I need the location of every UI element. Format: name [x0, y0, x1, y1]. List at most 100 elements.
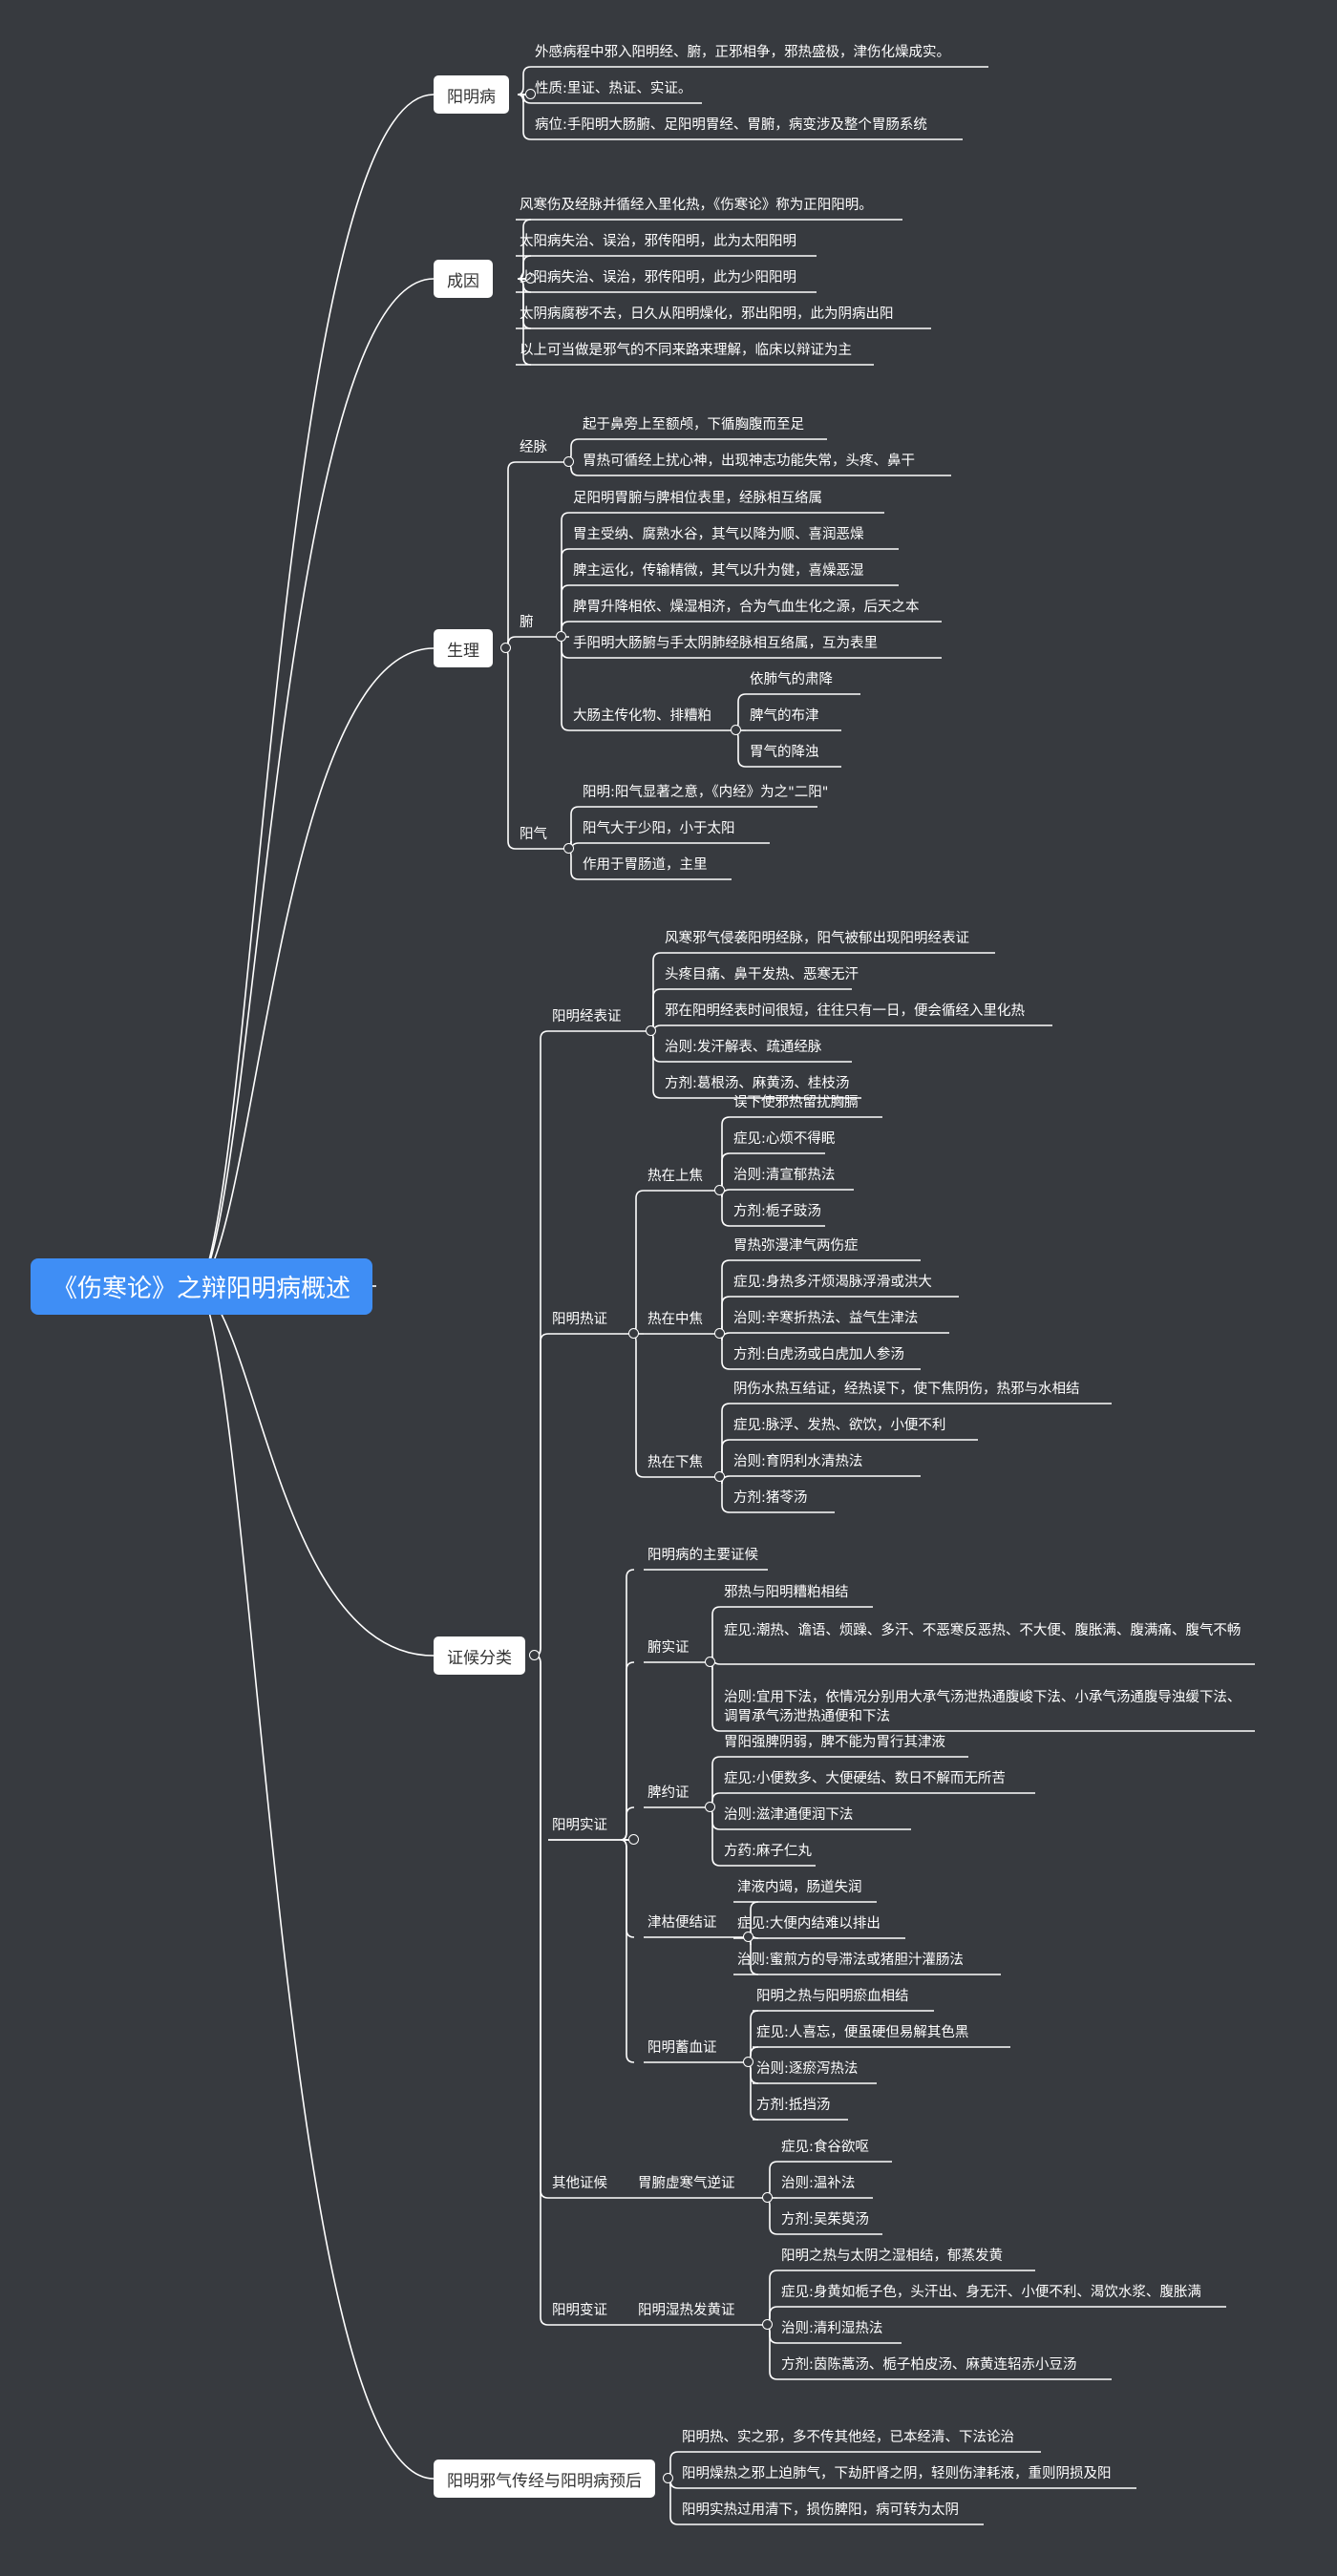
branch-heat-syndrome[interactable]: 阳明热证: [552, 1312, 607, 1327]
leaf-li-2[interactable]: 胃气的降浊: [750, 745, 819, 760]
leaf-xj-2[interactable]: 治则:育阴利水清热法: [733, 1454, 863, 1469]
branch-upper[interactable]: 热在上焦: [647, 1169, 703, 1184]
leaf-etiology-2[interactable]: 少阳病失治、误治，邪传阳明，此为少阳阳明: [520, 270, 796, 285]
collapse-toggle-icon[interactable]: [529, 1650, 540, 1660]
collapse-toggle-icon[interactable]: [628, 1328, 639, 1339]
collapse-toggle-icon[interactable]: [663, 2473, 673, 2483]
collapse-toggle-icon[interactable]: [556, 631, 566, 642]
leaf-prognosis-1[interactable]: 阳明燥热之邪上迫肺气，下劫肝肾之阴，轻则伤津耗液，重则阴损及阳: [682, 2466, 1112, 2481]
leaf-etiology-0[interactable]: 风寒伤及经脉并循经入里化热，《伤寒论》称为正阳阳明。: [520, 198, 873, 213]
topic-syndrome-classification[interactable]: 证候分类: [434, 1636, 525, 1675]
leaf-wf-0[interactable]: 症见:食谷欲呕: [781, 2140, 869, 2155]
leaf-li-1[interactable]: 脾气的布津: [750, 708, 819, 724]
leaf-sj-0[interactable]: 误下使邪热留扰胸膈: [733, 1095, 859, 1110]
topic-etiology[interactable]: 成因: [434, 260, 493, 298]
leaf-jb-0[interactable]: 风寒邪气侵袭阳明经脉，阳气被郁出现阳明经表证: [665, 931, 969, 946]
leaf-fs-0[interactable]: 邪热与阳明糟粕相结: [724, 1585, 849, 1600]
leaf-yangqi-0[interactable]: 阳明:阳气显著之意，《内经》为之"二阳": [583, 785, 829, 800]
leaf-yangqi-2[interactable]: 作用于胃肠道，主里: [583, 857, 708, 873]
leaf-jb-1[interactable]: 头疼目痛、鼻干发热、恶寒无汗: [665, 967, 859, 982]
leaf-jb-4[interactable]: 方剂:葛根汤、麻黄汤、桂枝汤: [665, 1076, 850, 1091]
leaf-fs-2[interactable]: 治则:宜用下法，依情况分别用大承气汤泄热通腹峻下法、小承气汤通腹导浊缓下法、调胃…: [724, 1690, 1242, 1724]
leaf-main-syndrome[interactable]: 阳明病的主要证候: [647, 1548, 758, 1563]
collapse-toggle-icon[interactable]: [646, 1025, 656, 1036]
branch-stomach-cold[interactable]: 胃腑虚寒气逆证: [638, 2176, 735, 2191]
branch-fluid[interactable]: 津枯便结证: [647, 1915, 717, 1931]
leaf-etiology-3[interactable]: 太阴病腐秽不去，日久从阳明燥化，邪出阳明，此为阴病出阳: [520, 306, 894, 322]
leaf-py-2[interactable]: 治则:滋津通便润下法: [724, 1807, 854, 1823]
topic-physiology[interactable]: 生理: [434, 629, 493, 667]
leaf-sj-2[interactable]: 治则:清宣郁热法: [733, 1168, 836, 1183]
leaf-fu-2[interactable]: 脾主运化，传输精微，其气以升为健，喜燥恶湿: [573, 563, 864, 579]
collapse-toggle-icon[interactable]: [714, 1328, 725, 1339]
collapse-toggle-icon[interactable]: [714, 1471, 725, 1482]
leaf-fs-1[interactable]: 症见:潮热、谵语、烦躁、多汗、不恶寒反恶热、不大便、腹胀满、腹满痛、腹气不畅: [724, 1623, 1242, 1638]
leaf-yangming-2[interactable]: 病位:手阳明大肠腑、足阳明胃经、胃腑，病变涉及整个胃肠系统: [535, 117, 927, 133]
topic-yangming-disease[interactable]: 阳明病: [434, 75, 509, 114]
leaf-meridian-0[interactable]: 起于鼻旁上至额颅，下循胸腹而至足: [583, 417, 804, 433]
leaf-fu-0[interactable]: 足阳明胃腑与脾相位表里，经脉相互络属: [573, 491, 822, 506]
branch-blood[interactable]: 阳明蓄血证: [647, 2040, 717, 2056]
leaf-zj-2[interactable]: 治则:辛寒折热法、益气生津法: [733, 1311, 919, 1326]
leaf-prognosis-2[interactable]: 阳明实热过用清下，损伤脾阳，病可转为太阴: [682, 2502, 959, 2518]
leaf-sr-3[interactable]: 方剂:茵陈蒿汤、栀子柏皮汤、麻黄连轺赤小豆汤: [781, 2357, 1077, 2373]
leaf-fu-1[interactable]: 胃主受纳、腐熟水谷，其气以降为顺、喜润恶燥: [573, 527, 864, 542]
root-topic[interactable]: 《伤寒论》之辩阳明病概述: [31, 1258, 372, 1315]
leaf-zj-3[interactable]: 方剂:白虎汤或白虎加人参汤: [733, 1347, 904, 1362]
collapse-toggle-icon[interactable]: [762, 2319, 773, 2330]
branch-spleen[interactable]: 脾约证: [647, 1785, 690, 1801]
leaf-sr-1[interactable]: 症见:身黄如栀子色，头汗出、身无汗、小便不利、渴饮水浆、腹胀满: [781, 2285, 1201, 2300]
collapse-toggle-icon[interactable]: [563, 843, 574, 854]
leaf-etiology-4[interactable]: 以上可当做是邪气的不同来路来理解，临床以辩证为主: [520, 343, 852, 358]
leaf-sj-3[interactable]: 方剂:栀子豉汤: [733, 1204, 821, 1219]
collapse-toggle-icon[interactable]: [714, 1185, 725, 1195]
leaf-fu-4[interactable]: 手阳明大肠腑与手太阴肺经脉相互络属，互为表里: [573, 636, 878, 651]
leaf-xy-3[interactable]: 方剂:抵挡汤: [756, 2098, 831, 2113]
leaf-yangming-1[interactable]: 性质:里证、热证、实证。: [535, 81, 692, 96]
leaf-fu-3[interactable]: 脾胃升降相依、燥湿相济，合为气血生化之源，后天之本: [573, 600, 920, 615]
leaf-xy-2[interactable]: 治则:逐瘀泻热法: [756, 2061, 859, 2077]
leaf-xj-1[interactable]: 症见:脉浮、发热、欲饮，小便不利: [733, 1418, 946, 1433]
leaf-etiology-1[interactable]: 太阳病失治、误治，邪传阳明，此为太阳阳明: [520, 234, 796, 249]
branch-excess[interactable]: 阳明实证: [552, 1818, 607, 1833]
leaf-jk-1[interactable]: 症见:大便内结难以排出: [737, 1916, 881, 1932]
leaf-sr-2[interactable]: 治则:清利湿热法: [781, 2321, 883, 2336]
collapse-toggle-icon[interactable]: [525, 89, 536, 99]
branch-variant[interactable]: 阳明变证: [552, 2303, 607, 2318]
collapse-toggle-icon[interactable]: [705, 1657, 715, 1667]
leaf-py-3[interactable]: 方药:麻子仁丸: [724, 1844, 812, 1859]
leaf-xy-1[interactable]: 症见:人喜忘，便虽硬但易解其色黑: [756, 2025, 969, 2040]
leaf-py-0[interactable]: 胃阳强脾阴弱，脾不能为胃行其津液: [724, 1735, 945, 1750]
leaf-meridian-1[interactable]: 胃热可循经上扰心神，出现神志功能失常，头疼、鼻干: [583, 454, 915, 469]
branch-meridian[interactable]: 经脉: [520, 440, 547, 455]
leaf-jk-2[interactable]: 治则:蜜煎方的导滞法或猪胆汁灌肠法: [737, 1953, 964, 1968]
leaf-li-0[interactable]: 依肺气的肃降: [750, 672, 833, 687]
collapse-toggle-icon[interactable]: [628, 1834, 639, 1845]
leaf-jk-0[interactable]: 津液内竭，肠道失润: [737, 1880, 862, 1895]
leaf-xy-0[interactable]: 阳明之热与阳明瘀血相结: [756, 1989, 909, 2004]
leaf-jb-2[interactable]: 邪在阳明经表时间很短，往往只有一日，便会循经入里化热: [665, 1003, 1025, 1019]
leaf-jb-3[interactable]: 治则:发汗解表、疏通经脉: [665, 1040, 822, 1055]
branch-large-intestine[interactable]: 大肠主传化物、排糟粕: [573, 708, 711, 724]
collapse-toggle-icon[interactable]: [705, 1802, 715, 1812]
topic-transmission-prognosis[interactable]: 阳明邪气传经与阳明病预后: [434, 2460, 655, 2498]
branch-yangqi[interactable]: 阳气: [520, 827, 547, 842]
collapse-toggle-icon[interactable]: [525, 273, 536, 284]
collapse-toggle-icon[interactable]: [743, 1932, 753, 1942]
leaf-wf-2[interactable]: 方剂:吴茱萸汤: [781, 2212, 869, 2228]
leaf-zj-0[interactable]: 胃热弥漫津气两伤症: [733, 1238, 859, 1254]
collapse-toggle-icon[interactable]: [731, 725, 741, 735]
branch-fu-excess[interactable]: 腑实证: [647, 1640, 690, 1656]
branch-fu[interactable]: 腑: [520, 615, 534, 630]
leaf-sj-1[interactable]: 症见:心烦不得眠: [733, 1131, 836, 1147]
collapse-toggle-icon[interactable]: [563, 456, 574, 467]
leaf-yangming-0[interactable]: 外感病程中邪入阳明经、腑，正邪相争，邪热盛极，津伤化燥成实。: [535, 45, 950, 60]
leaf-py-1[interactable]: 症见:小便数多、大便硬结、数日不解而无所苦: [724, 1771, 1006, 1786]
branch-middle[interactable]: 热在中焦: [647, 1312, 703, 1327]
branch-other[interactable]: 其他证候: [552, 2176, 607, 2191]
leaf-xj-0[interactable]: 阴伤水热互结证，经热误下，使下焦阴伤，热邪与水相结: [733, 1382, 1080, 1397]
collapse-toggle-icon[interactable]: [762, 2192, 773, 2203]
leaf-yangqi-1[interactable]: 阳气大于少阳，小于太阳: [583, 821, 735, 836]
leaf-zj-1[interactable]: 症见:身热多汗烦渴脉浮滑或洪大: [733, 1275, 932, 1290]
leaf-xj-3[interactable]: 方剂:猪苓汤: [733, 1490, 808, 1506]
